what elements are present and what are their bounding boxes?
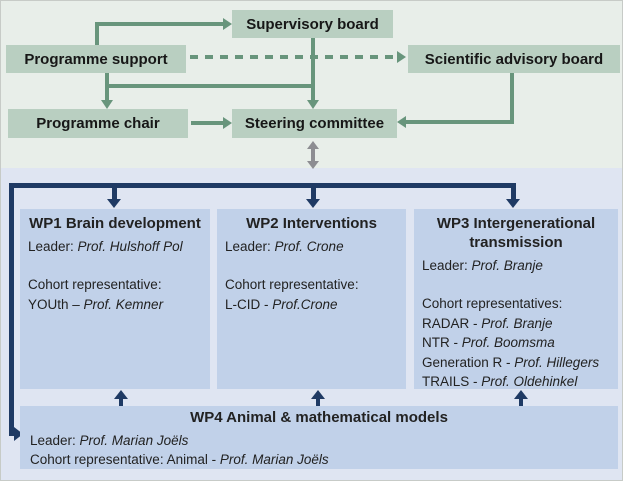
cohort-prefix: RADAR - — [422, 315, 482, 331]
steering-committee-label: Steering committee — [244, 115, 385, 132]
cohort-prefix: L-CID - — [225, 296, 273, 312]
connector-line — [105, 84, 315, 88]
connector-line — [316, 398, 320, 406]
arrow-up-icon — [307, 141, 319, 149]
arrow-left-icon — [397, 116, 406, 128]
leader-label: Leader: — [30, 432, 80, 448]
cohort-name: Prof. Oldehinkel — [481, 374, 578, 390]
wp2-cohort-line: L-CID - Prof.Crone — [225, 295, 398, 315]
supervisory-board-label: Supervisory board — [246, 15, 379, 33]
connector-line — [95, 22, 223, 26]
leader-label: Leader: — [28, 238, 78, 254]
wp3-box: WP3 Intergenerational transmission Leade… — [414, 209, 618, 389]
arrow-up-icon — [311, 390, 325, 399]
wp2-leader-line: Leader: Prof. Crone — [225, 237, 398, 257]
cohort-name: Prof. Boomsma — [461, 335, 555, 351]
supervisory-board-box: Supervisory board — [232, 10, 393, 38]
wp2-cohort-label: Cohort representative: — [225, 277, 359, 293]
dashed-line — [190, 55, 396, 59]
connector-line — [311, 148, 315, 162]
frame-left-line — [9, 183, 14, 433]
cohort-name: Prof. Hillegers — [514, 354, 600, 370]
wp4-title: WP4 Animal & mathematical models — [190, 409, 448, 426]
cohort-prefix: YOUth – — [28, 296, 84, 312]
arrow-down-icon — [306, 199, 320, 208]
arrow-down-icon — [107, 199, 121, 208]
wp1-cohort-label: Cohort representative: — [28, 277, 162, 293]
wp3-cohort-line: NTR - Prof. Boomsma — [422, 333, 610, 353]
leader-name: Prof. Branje — [471, 257, 543, 273]
leader-label: Leader: — [422, 257, 472, 273]
frame-elbow-line — [9, 431, 16, 436]
connector-line — [510, 73, 514, 124]
cohort-name: Prof.Crone — [272, 296, 338, 312]
arrow-up-icon — [514, 390, 528, 399]
leader-name: Prof. Crone — [274, 238, 344, 254]
arrow-right-icon — [397, 51, 406, 63]
wp1-leader-line: Leader: Prof. Hulshoff Pol — [28, 237, 202, 257]
scientific-advisory-board-box: Scientific advisory board — [408, 45, 620, 73]
wp3-cohort-line: TRAILS - Prof. Oldehinkel — [422, 372, 610, 392]
wp4-cohort-line: Cohort representative: Animal - Prof. Ma… — [28, 450, 610, 470]
wp3-title: WP3 Intergenerational transmission — [436, 215, 596, 251]
scientific-advisory-board-label: Scientific advisory board — [424, 50, 604, 68]
wp2-box: WP2 Interventions Leader: Prof. Crone Co… — [217, 209, 406, 389]
spacer — [422, 275, 610, 294]
connector-line — [119, 398, 123, 406]
arrow-right-icon — [14, 427, 23, 441]
programme-chair-box: Programme chair — [8, 109, 188, 138]
wp3-cohort-label: Cohort representatives: — [422, 296, 563, 312]
arrow-down-icon — [307, 161, 319, 169]
spacer — [28, 256, 202, 275]
programme-support-box: Programme support — [6, 45, 186, 73]
leader-label: Leader: — [225, 238, 275, 254]
connector-line — [311, 38, 315, 100]
cohort-name: Prof. Marian Joëls — [219, 452, 329, 468]
cohort-name: Prof. Branje — [481, 315, 553, 331]
wp1-cohort-line: YOUth – Prof. Kemner — [28, 295, 202, 315]
arrow-right-icon — [223, 117, 232, 129]
connector-line — [511, 183, 516, 200]
arrow-right-icon — [223, 18, 232, 30]
spacer — [225, 256, 398, 275]
steering-committee-box: Steering committee — [232, 109, 397, 138]
wp4-box: WP4 Animal & mathematical models Leader:… — [20, 406, 618, 469]
wp1-box: WP1 Brain development Leader: Prof. Huls… — [20, 209, 210, 389]
wp4-leader-line: Leader: Prof. Marian Joëls — [28, 431, 610, 451]
wp2-title: WP2 Interventions — [246, 215, 377, 232]
leader-name: Prof. Marian Joëls — [79, 432, 189, 448]
arrow-down-icon — [506, 199, 520, 208]
cohort-prefix: TRAILS - — [422, 374, 482, 390]
cohort-prefix: NTR - — [422, 335, 462, 351]
arrow-down-icon — [307, 100, 319, 109]
wp3-cohort-line: Generation R - Prof. Hillegers — [422, 353, 610, 373]
leader-name: Prof. Hulshoff Pol — [77, 238, 183, 254]
wp3-leader-line: Leader: Prof. Branje — [422, 256, 610, 276]
connector-line — [95, 22, 99, 45]
connector-line — [519, 398, 523, 406]
connector-line — [191, 121, 223, 125]
connector-line — [311, 188, 316, 200]
wp3-cohort-line: RADAR - Prof. Branje — [422, 314, 610, 334]
arrow-up-icon — [114, 390, 128, 399]
programme-chair-label: Programme chair — [36, 115, 160, 132]
connector-line — [112, 188, 117, 200]
cohort-prefix: Cohort representative: Animal - — [30, 452, 220, 468]
arrow-down-icon — [101, 100, 113, 109]
cohort-prefix: Generation R - — [422, 354, 515, 370]
wp1-title: WP1 Brain development — [29, 215, 201, 232]
cohort-name: Prof. Kemner — [83, 296, 164, 312]
programme-support-label: Programme support — [24, 50, 168, 68]
connector-line — [406, 120, 514, 124]
frame-top-line — [9, 183, 516, 188]
